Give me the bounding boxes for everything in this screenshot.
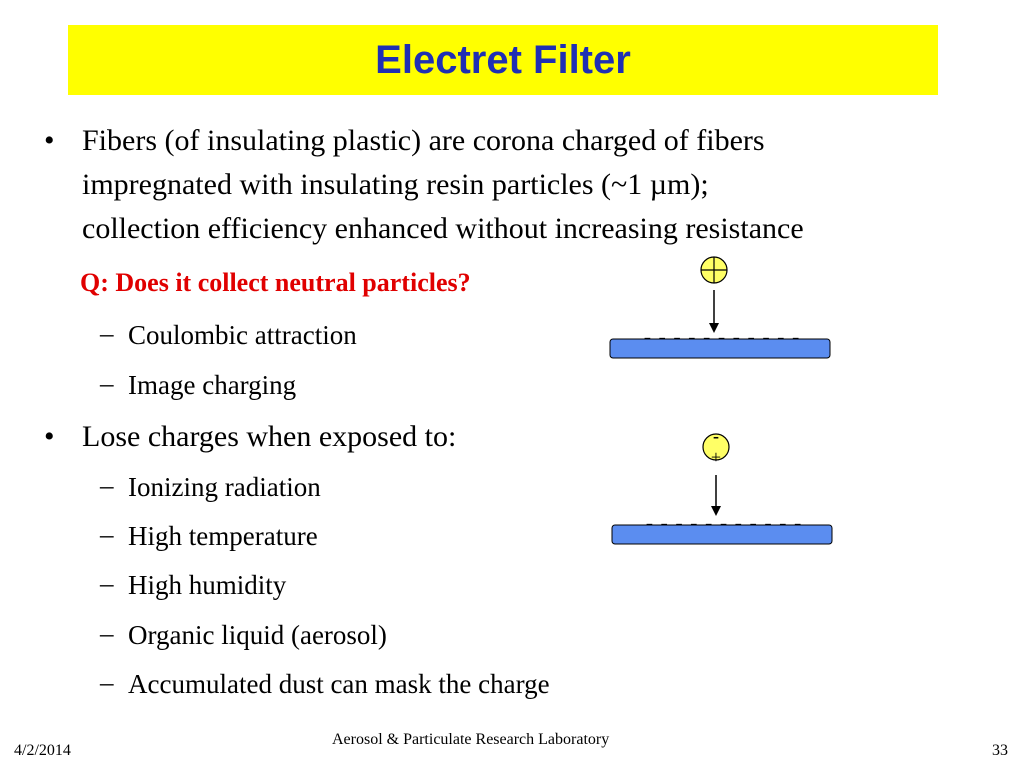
footer-lab: Aerosol & Particulate Research Laborator… <box>332 731 610 748</box>
bullet2-text: Lose charges when exposed to: <box>82 420 457 453</box>
sub2-item-5: Accumulated dust can mask the charge <box>128 669 550 699</box>
electret-diagram: - - - - - - - - - - - - + - - - - - - - … <box>609 256 833 545</box>
dash-marker: – <box>100 519 114 549</box>
footer-date: 4/2/2014 <box>14 742 71 759</box>
sub2-item-2: High temperature <box>128 521 318 551</box>
footer-page-number: 33 <box>992 742 1008 759</box>
title-banner: Electret Filter <box>68 25 938 95</box>
dash-marker: – <box>100 618 114 648</box>
dash-marker: – <box>100 318 114 348</box>
bullet-marker-1: • <box>44 124 55 157</box>
slide-title: Electret Filter <box>375 37 631 82</box>
sub2-item-4: Organic liquid (aerosol) <box>128 620 387 650</box>
fiber-2 <box>611 524 833 545</box>
arrow-down-icon <box>711 475 721 516</box>
sub1-item-2: Image charging <box>128 370 297 400</box>
arrow-down-icon <box>709 290 719 333</box>
sub1-item-1: Coulombic attraction <box>128 320 357 350</box>
dash-marker: – <box>100 667 114 697</box>
dash-marker: – <box>100 470 114 500</box>
question-text: Q: Does it collect neutral particles? <box>80 268 471 297</box>
particle-plus-sign: + <box>711 447 721 467</box>
bullet1-line-2: impregnated with insulating resin partic… <box>82 168 709 201</box>
particle-minus-sign: - <box>713 426 719 446</box>
bullet1-line-1: Fibers (of insulating plastic) are coron… <box>82 124 765 157</box>
sub2-item-3: High humidity <box>128 570 287 600</box>
dash-marker: – <box>100 568 114 598</box>
bullet1-line-3: collection efficiency enhanced without i… <box>82 212 804 245</box>
dash-marker: – <box>100 368 114 398</box>
bullet-marker-2: • <box>44 420 55 453</box>
positive-particle <box>700 256 728 284</box>
sub2-item-1: Ionizing radiation <box>128 472 321 502</box>
fiber-1 <box>609 338 831 359</box>
neutral-polarized-particle: - + <box>702 426 730 467</box>
